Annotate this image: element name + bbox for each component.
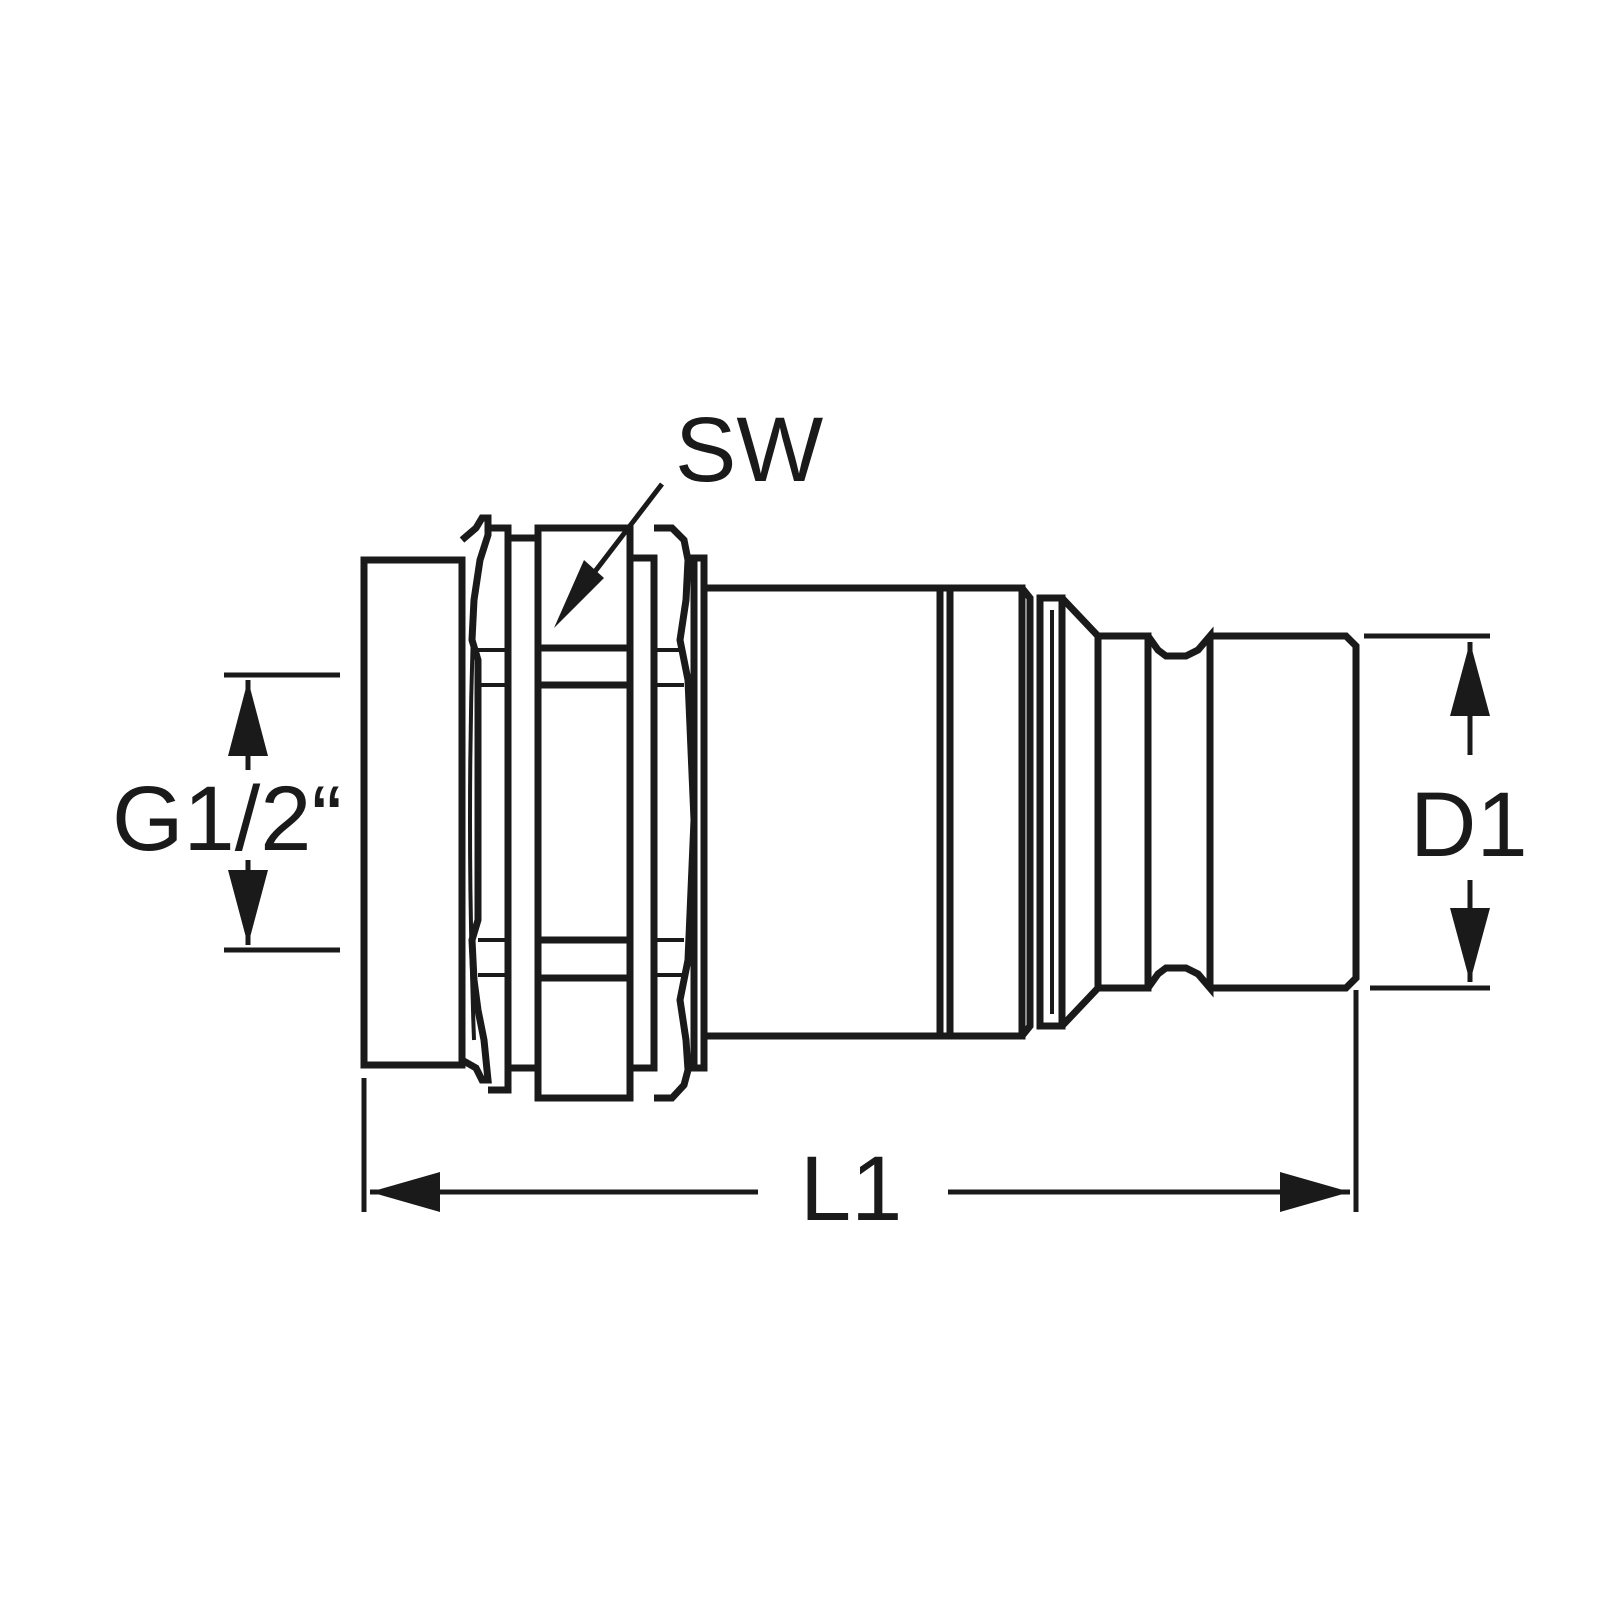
nose bbox=[1094, 626, 1360, 998]
d1-dimension: D1 bbox=[1364, 633, 1528, 991]
thread-label: G1/2“ bbox=[112, 768, 342, 870]
l1-label: L1 bbox=[800, 1138, 902, 1240]
thread-dimension: G1/2“ bbox=[112, 672, 342, 953]
sw-label: SW bbox=[675, 399, 823, 501]
l1-dimension: L1 bbox=[361, 990, 1359, 1240]
thread-end bbox=[360, 556, 466, 1069]
sw-dimension: SW bbox=[554, 399, 823, 628]
hex-nut bbox=[504, 524, 658, 1102]
d1-label: D1 bbox=[1410, 774, 1528, 876]
right-flange bbox=[654, 524, 708, 1102]
left-flange bbox=[459, 514, 512, 1094]
main-body bbox=[700, 584, 1034, 1040]
collar bbox=[1036, 594, 1102, 1030]
